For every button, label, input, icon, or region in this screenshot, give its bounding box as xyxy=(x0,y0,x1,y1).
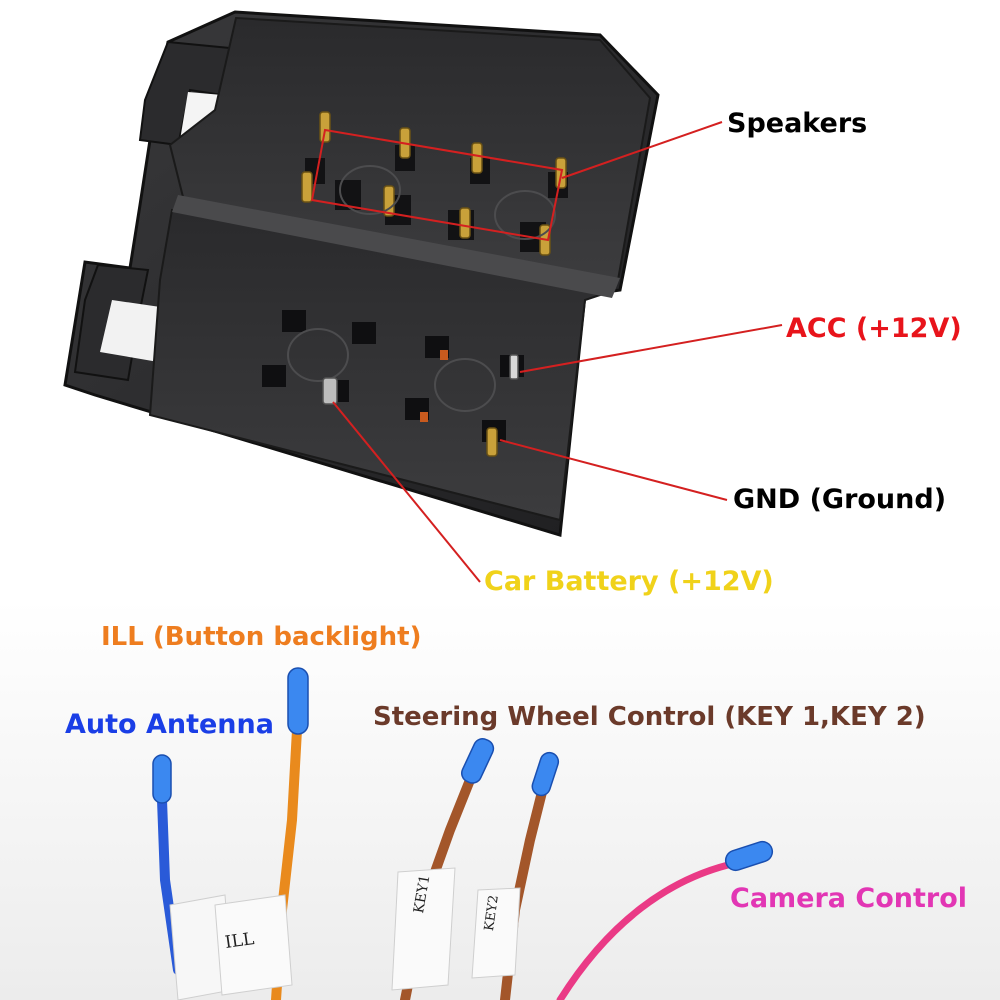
battery-leader-line xyxy=(332,401,481,583)
steering-wheel-control-label: Steering Wheel Control (KEY 1,KEY 2) xyxy=(373,702,926,732)
acc-leader-line xyxy=(519,324,783,373)
speakers-leader-line xyxy=(561,121,723,179)
gnd-leader-line xyxy=(499,439,728,501)
ill-tag-text: ILL xyxy=(223,929,256,953)
car-battery-label: Car Battery (+12V) xyxy=(484,566,774,597)
camera-control-wire xyxy=(556,840,774,1000)
speakers-highlight xyxy=(310,128,564,242)
gnd-label: GND (Ground) xyxy=(733,484,947,515)
acc-label: ACC (+12V) xyxy=(786,313,962,344)
auto-antenna-label: Auto Antenna xyxy=(65,709,274,740)
wire-tags xyxy=(169,867,521,1000)
ill-label: ILL (Button backlight) xyxy=(101,622,422,652)
speakers-label: Speakers xyxy=(727,108,868,139)
camera-control-label: Camera Control xyxy=(730,883,968,914)
iso-connector xyxy=(63,10,660,537)
